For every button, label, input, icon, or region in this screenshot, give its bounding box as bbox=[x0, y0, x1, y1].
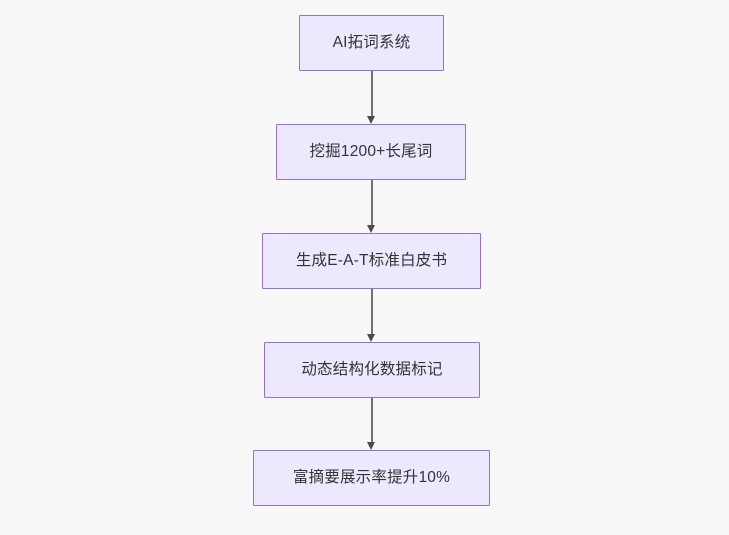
flow-node-n3[interactable]: 生成E-A-T标准白皮书 bbox=[262, 233, 481, 289]
edge-line bbox=[371, 398, 373, 443]
flow-edge bbox=[367, 398, 376, 450]
flow-edge bbox=[367, 71, 376, 124]
edge-line bbox=[371, 289, 373, 335]
flow-node-n1[interactable]: AI拓词系统 bbox=[299, 15, 444, 71]
flow-node-n5[interactable]: 富摘要展示率提升10% bbox=[253, 450, 490, 506]
flow-edge bbox=[367, 289, 376, 342]
edge-line bbox=[371, 180, 373, 226]
edge-line bbox=[371, 71, 373, 117]
flow-node-label: 挖掘1200+长尾词 bbox=[309, 143, 433, 161]
arrowhead-icon bbox=[367, 333, 376, 342]
arrowhead-icon bbox=[367, 224, 376, 233]
arrowhead-icon bbox=[367, 115, 376, 124]
flow-node-n4[interactable]: 动态结构化数据标记 bbox=[264, 342, 480, 398]
flow-node-n2[interactable]: 挖掘1200+长尾词 bbox=[276, 124, 466, 180]
flow-node-label: 富摘要展示率提升10% bbox=[292, 469, 451, 487]
flow-node-label: 生成E-A-T标准白皮书 bbox=[295, 252, 448, 270]
flow-edge bbox=[367, 180, 376, 233]
flow-node-label: 动态结构化数据标记 bbox=[301, 361, 443, 379]
flow-node-label: AI拓词系统 bbox=[332, 34, 411, 52]
arrowhead-icon bbox=[367, 441, 376, 450]
